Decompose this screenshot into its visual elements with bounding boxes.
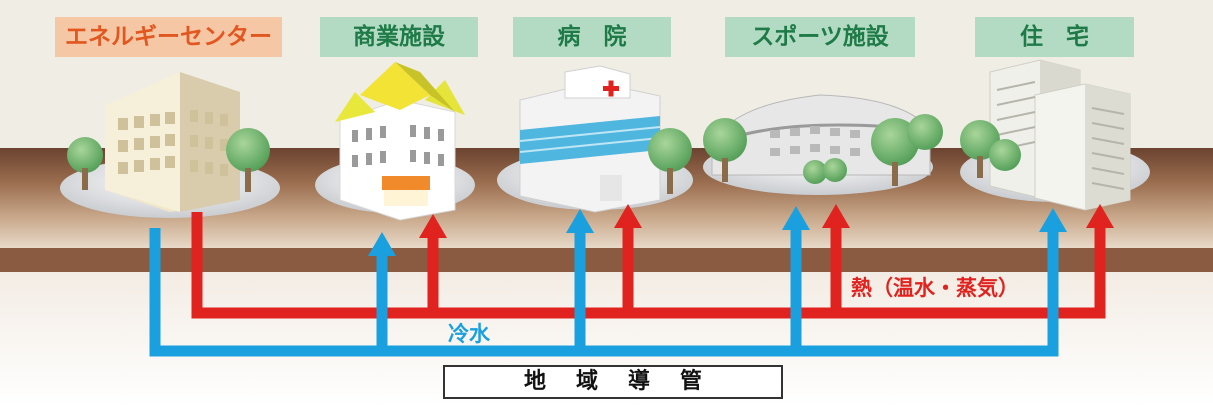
cold-water-pipe-line bbox=[149, 226, 1059, 357]
commercial-building bbox=[335, 62, 465, 221]
heat-pipe-line bbox=[191, 212, 1106, 319]
heat-flow-label: 熱（温水・蒸気） bbox=[851, 276, 1019, 300]
hospital-building bbox=[519, 65, 661, 213]
cold-water-arrowheads bbox=[368, 206, 1067, 256]
energy-center-building bbox=[105, 72, 240, 212]
label-energy-center: エネルギーセンター bbox=[55, 17, 282, 57]
label-hospital: 病 院 bbox=[513, 17, 671, 57]
label-sports: スポーツ施設 bbox=[725, 17, 915, 57]
trees bbox=[67, 114, 1021, 194]
cold-water-flow-label: 冷水 bbox=[448, 322, 490, 346]
soil-stripe bbox=[0, 248, 1213, 272]
label-housing: 住 宅 bbox=[975, 17, 1134, 57]
heat-arrowheads bbox=[419, 204, 1114, 238]
district-pipe-label: 地域導管 bbox=[443, 365, 783, 399]
label-commercial: 商業施設 bbox=[320, 17, 478, 57]
